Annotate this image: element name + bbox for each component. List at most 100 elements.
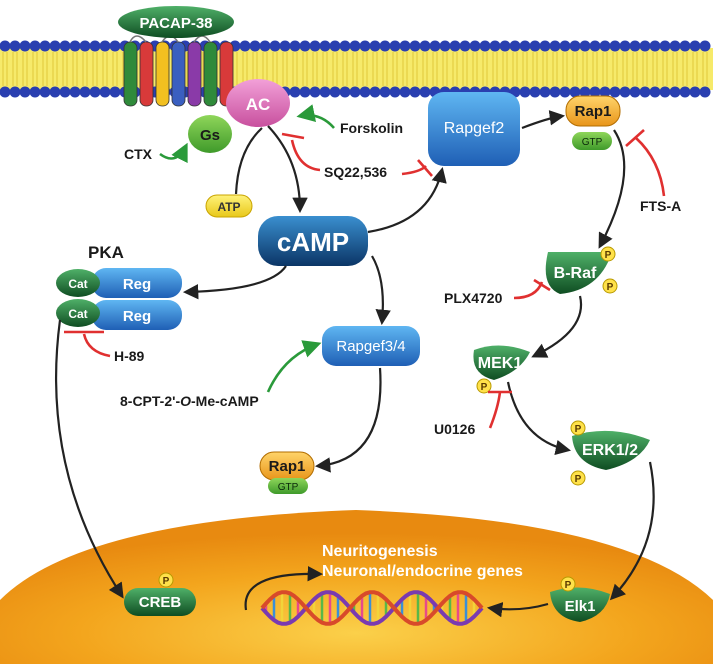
sq-inhibit-ac xyxy=(290,139,321,172)
lipid-head xyxy=(99,86,111,98)
creb-label: CREB xyxy=(139,594,182,611)
pka-cat1-label: Cat xyxy=(68,277,87,291)
lipid-head xyxy=(329,86,341,98)
lipid-head xyxy=(249,40,261,52)
lipid-head xyxy=(639,86,651,98)
lipid-head xyxy=(549,86,561,98)
lipid-head xyxy=(589,86,601,98)
lipid-head xyxy=(0,40,11,52)
lipid-head xyxy=(369,86,381,98)
arrow-camp-pka xyxy=(182,265,287,300)
dna-helix xyxy=(260,590,484,626)
arrow-erk-elk1 xyxy=(609,461,655,601)
lipid-head xyxy=(619,40,631,52)
lipid-head xyxy=(399,40,411,52)
lipid-head xyxy=(579,86,591,98)
lipid-head xyxy=(519,40,531,52)
lipid-head xyxy=(669,86,681,98)
creb-node xyxy=(124,588,196,616)
lipid-head xyxy=(319,40,331,52)
lipid-head xyxy=(699,86,711,98)
receptor-helix xyxy=(123,41,138,107)
lipid-head xyxy=(269,40,281,52)
lipid-head xyxy=(499,40,511,52)
lipid-head xyxy=(69,86,81,98)
plx-inhibit-braf-bar xyxy=(533,278,551,292)
arrow-cpt-rapgef34 xyxy=(266,340,322,393)
lipid-head xyxy=(649,40,661,52)
lipid-head xyxy=(299,86,311,98)
lipid-head xyxy=(69,40,81,52)
phospho-badge: P xyxy=(600,246,616,262)
arrow-elk1-dna xyxy=(486,601,549,618)
phospho-label: P xyxy=(163,576,170,587)
lipid-head xyxy=(509,40,521,52)
sq-inhibit-rapgef2 xyxy=(401,165,427,176)
phospho-badge: P xyxy=(158,572,174,588)
cell-membrane xyxy=(0,40,713,98)
lipid-head xyxy=(419,40,431,52)
lipid-head xyxy=(389,86,401,98)
h89-label: H-89 xyxy=(114,348,145,364)
ac-node xyxy=(226,79,290,127)
plx4720-label: PLX4720 xyxy=(444,290,503,306)
lipid-head xyxy=(389,40,401,52)
modulator-labels: CTX Forskolin SQ22,536 FTS-A PLX4720 H-8… xyxy=(114,120,681,437)
phospho-label: P xyxy=(575,424,582,435)
receptor-helix xyxy=(139,41,154,107)
lipid-head xyxy=(429,40,441,52)
fts-inhibit-rap1-bar xyxy=(625,129,645,147)
lipid-head xyxy=(609,40,621,52)
lipid-head xyxy=(89,86,101,98)
pacap-label: PACAP-38 xyxy=(139,15,212,32)
gtp-bottom-label: GTP xyxy=(278,482,299,493)
arrow-camp-rapgef34 xyxy=(371,255,391,326)
pka-cat2-label: Cat xyxy=(68,307,87,321)
phospho-label: P xyxy=(605,250,612,261)
arrow-mek1-erk xyxy=(506,381,572,456)
cpt-label: 8-CPT-2'-O-Me-cAMP xyxy=(120,393,259,409)
lipid-head xyxy=(379,86,391,98)
sq22536-label: SQ22,536 xyxy=(324,164,387,180)
nucleus-line2: Neuronal/endocrine genes xyxy=(322,563,523,580)
lipid-head xyxy=(669,40,681,52)
pac1-receptor: PACAP-38 xyxy=(118,6,234,107)
lipid-head xyxy=(109,86,121,98)
lipid-head xyxy=(369,40,381,52)
lipid-head xyxy=(529,86,541,98)
gtp-bottom-node xyxy=(268,478,308,494)
lipid-head xyxy=(619,86,631,98)
atp-node xyxy=(205,194,253,218)
lipid-head xyxy=(659,86,671,98)
arrow-ctx-gs xyxy=(159,142,188,164)
rapgef2-node xyxy=(428,92,520,166)
phospho-circle xyxy=(602,278,618,294)
lipid-head xyxy=(339,86,351,98)
dna-strand xyxy=(260,590,484,626)
arrow-braf-mek1 xyxy=(531,295,583,358)
green-arrows xyxy=(159,104,335,393)
lipid-head xyxy=(689,86,701,98)
lipid-head xyxy=(589,40,601,52)
lipid-head xyxy=(349,86,361,98)
ac-label: AC xyxy=(246,95,271,114)
arrow-rapgef2-rap1 xyxy=(521,110,566,130)
phospho-label: P xyxy=(575,474,582,485)
lipid-head xyxy=(29,86,41,98)
lipid-head xyxy=(609,86,621,98)
receptor-helix xyxy=(171,41,186,107)
lipid-head xyxy=(569,86,581,98)
lipid-head xyxy=(559,86,571,98)
lipid-head xyxy=(309,86,321,98)
u0126-label: U0126 xyxy=(434,421,475,437)
cpt-label-prefix: 8-CPT-2'- xyxy=(120,393,180,409)
lipid-head xyxy=(359,40,371,52)
lipid-head xyxy=(639,40,651,52)
receptor-helix xyxy=(187,41,202,107)
arrow-forskolin-ac xyxy=(296,104,335,129)
cpt-label-suffix: -Me-cAMP xyxy=(191,393,259,409)
rapgef34-label: Rapgef3/4 xyxy=(336,338,405,355)
lipid-head xyxy=(9,40,21,52)
arrow-rapgef34-rap1 xyxy=(314,367,382,473)
elk1-node xyxy=(550,587,610,622)
